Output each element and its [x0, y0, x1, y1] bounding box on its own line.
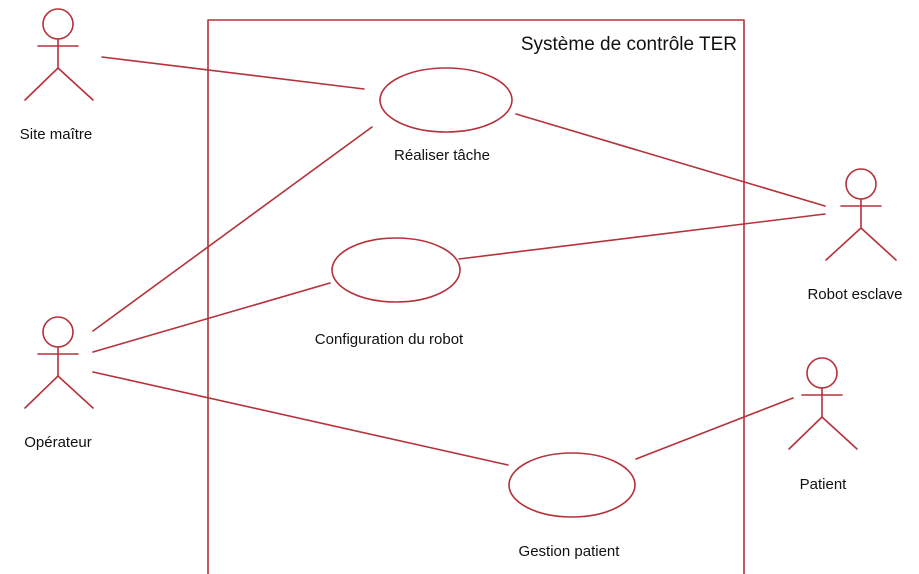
use-case-ellipse[interactable]	[331, 237, 461, 303]
system-boundary: Système de contrôle TER	[207, 19, 745, 574]
use-case-label: Configuration du robot	[315, 331, 464, 348]
actor-site-maitre[interactable]: Site maître	[20, 8, 94, 143]
actor-label: Robot esclave	[807, 286, 902, 303]
system-title: Système de contrôle TER	[521, 34, 737, 55]
use-case-configuration-robot[interactable]: Configuration du robot	[315, 237, 464, 348]
association-gestion-patient-patient	[635, 397, 794, 460]
stick-figure-icon	[788, 357, 858, 450]
association-configuration-robot-robot-esclave	[458, 213, 826, 260]
actor-patient[interactable]: Patient	[788, 357, 858, 493]
actor-robot-esclave[interactable]: Robot esclave	[807, 168, 903, 303]
use-case-label: Réaliser tâche	[394, 147, 490, 164]
association-operateur-realiser-tache	[92, 126, 373, 332]
use-case-gestion-patient[interactable]: Gestion patient	[508, 452, 636, 560]
stick-figure-icon	[24, 316, 94, 409]
stick-figure-icon	[24, 8, 94, 101]
association-operateur-gestion-patient	[92, 371, 509, 466]
use-case-ellipse[interactable]	[379, 67, 513, 133]
stick-figure-icon	[825, 168, 897, 261]
association-site-maitre-realiser-tache	[101, 56, 365, 90]
associations	[92, 56, 826, 466]
use-case-realiser-tache[interactable]: Réaliser tâche	[379, 67, 513, 164]
actor-operateur[interactable]: Opérateur	[24, 316, 94, 451]
actor-label: Site maître	[20, 126, 93, 143]
association-realiser-tache-robot-esclave	[515, 113, 826, 207]
use-case-ellipse[interactable]	[508, 452, 636, 518]
actor-label: Opérateur	[24, 434, 92, 451]
system-boundary-frame	[207, 19, 745, 574]
use-case-label: Gestion patient	[519, 543, 621, 560]
association-operateur-configuration-robot	[92, 282, 331, 353]
actor-label: Patient	[800, 476, 848, 493]
